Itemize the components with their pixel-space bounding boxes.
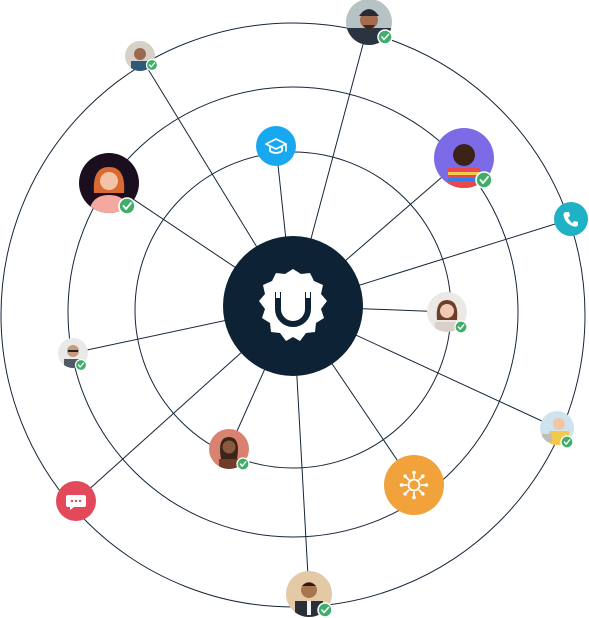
phone-node[interactable] <box>554 202 588 236</box>
verified-check-icon <box>475 171 493 189</box>
verified-check-icon <box>454 320 468 334</box>
avatar-person-small-top-left[interactable] <box>125 41 159 73</box>
verified-check-icon <box>145 58 159 72</box>
virus-icon <box>402 473 426 497</box>
avatar-person-woman-right[interactable] <box>427 292 468 334</box>
verified-check-icon <box>560 435 574 449</box>
hub[interactable] <box>223 236 363 376</box>
phone-icon <box>563 212 578 227</box>
ring-middle <box>67 86 519 538</box>
avatar-person-redhead[interactable] <box>79 153 139 215</box>
verified-check-icon <box>377 29 393 45</box>
magnet-badge-icon <box>259 269 327 341</box>
avatar-person-woman-center[interactable] <box>209 429 250 471</box>
virus-node[interactable] <box>384 455 444 515</box>
avatar-person-turban[interactable] <box>346 0 393 48</box>
chat-node[interactable] <box>56 481 96 521</box>
verified-check-icon <box>317 602 333 618</box>
avatar-person-suit-bottom[interactable] <box>286 571 333 618</box>
education-node[interactable] <box>256 126 296 166</box>
avatar-person-purple-bg[interactable] <box>434 128 494 190</box>
avatar-person-laptop[interactable] <box>540 411 574 449</box>
avatar-person-glasses[interactable] <box>58 338 88 372</box>
chat-bubble-icon <box>66 495 86 510</box>
verified-check-icon <box>236 457 250 471</box>
verified-check-icon <box>74 358 88 372</box>
graduation-cap-icon <box>265 138 287 154</box>
virus-icon-dots <box>399 470 429 500</box>
verified-check-icon <box>118 197 136 215</box>
